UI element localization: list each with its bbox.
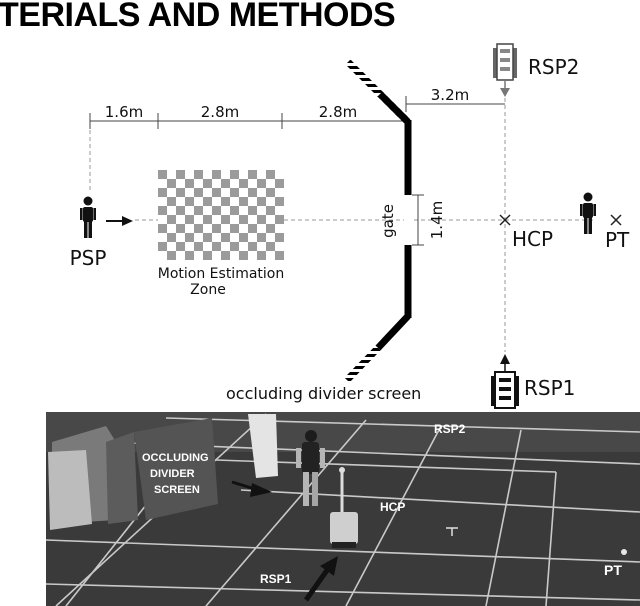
person-icon: [80, 196, 96, 238]
photo-pt-label: PT: [604, 562, 622, 578]
motion-estimation-zone: [158, 170, 284, 260]
rsp2-label: RSP2: [528, 55, 579, 79]
floor-mark: [446, 527, 458, 536]
hcp-cross-icon: [499, 214, 511, 226]
distance-label-2: 2.8m: [201, 103, 239, 121]
photo-screen-label-1: OCCLUDING: [142, 452, 209, 464]
divider-label: occluding divider screen: [226, 384, 421, 403]
experiment-photo: OCCLUDING DIVIDER SCREEN RSP2 HCP RSP1 P…: [46, 412, 640, 606]
gate-width-label: 1.4m: [428, 201, 446, 239]
photo-screen-label-3: SCREEN: [154, 484, 200, 496]
divider-screen-cloth: [48, 414, 278, 530]
robot-rsp1-icon: [491, 354, 519, 409]
court-lines: [46, 413, 640, 606]
robot-photo: [330, 467, 358, 548]
distance-label-3: 2.8m: [319, 103, 357, 121]
motion-zone-label-line1: Motion Estimation: [158, 266, 284, 282]
gate-width-dimension: [412, 194, 424, 246]
experiment-layout-diagram: 1.6m 2.8m 2.8m 3.2m PSP Motion Estimatio…: [70, 43, 630, 409]
arrow-right-icon: [106, 216, 133, 226]
rsp2-distance-dimension: [405, 96, 505, 112]
photo-hcp-label: HCP: [380, 500, 406, 514]
psp-label: PSP: [70, 246, 107, 270]
person-icon: [580, 192, 596, 234]
arrow-icon: [303, 556, 338, 602]
distance-dimension-line: [89, 113, 405, 129]
distance-label-1: 1.6m: [105, 103, 143, 121]
rsp1-label: RSP1: [524, 376, 575, 400]
pt-cross-icon: [610, 214, 622, 226]
photo-screen-label-2: DIVIDER: [150, 468, 195, 480]
hcp-label: HCP: [512, 227, 553, 251]
motion-zone-label-line2: Zone: [190, 282, 226, 298]
occluding-divider-screen: [344, 59, 412, 383]
pt-label: PT: [605, 228, 630, 252]
section-heading: TERIALS AND METHODS: [0, 0, 396, 34]
walking-person: [296, 430, 325, 506]
gate-label: gate: [379, 204, 397, 238]
photo-rsp2-label: RSP2: [434, 422, 466, 436]
photo-rsp1-label: RSP1: [260, 572, 292, 586]
arrow-icon: [231, 480, 272, 497]
robot-rsp2-icon: [493, 43, 517, 97]
distance-label-4: 3.2m: [431, 86, 469, 104]
